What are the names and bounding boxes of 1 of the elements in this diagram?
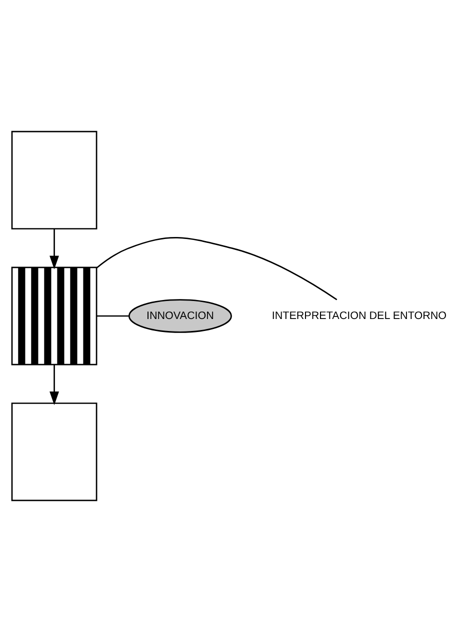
node-text: INTERPRETACION DEL ENTORNO	[272, 310, 447, 322]
